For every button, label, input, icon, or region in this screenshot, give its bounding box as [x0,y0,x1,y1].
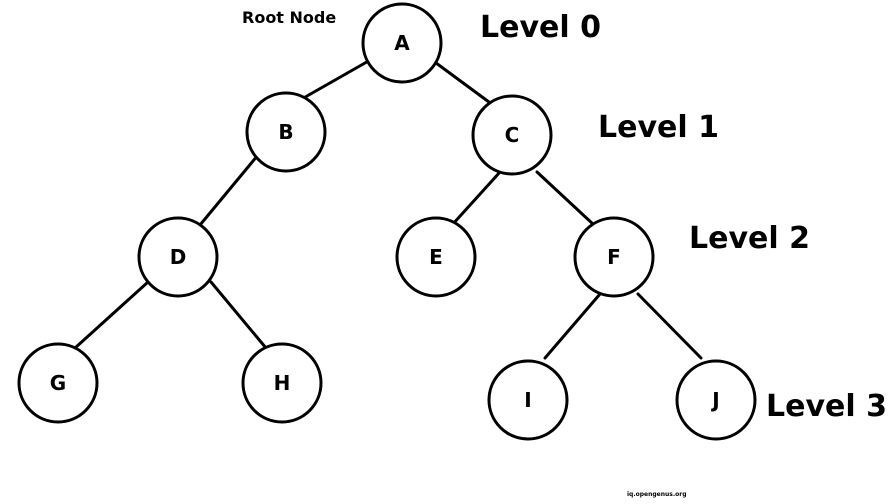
tree-nodes: A B C D E F G H [17,2,757,441]
node-g: G [17,342,99,424]
node-b-circle [245,91,327,173]
node-e-label: E [429,245,443,269]
node-g-label: G [50,371,66,395]
node-b: B [245,91,327,173]
node-h-circle [241,342,323,424]
node-g-circle [17,342,99,424]
node-d-circle [137,216,219,298]
tree-edges [73,57,703,360]
node-a-label: A [394,31,410,55]
node-i-label: I [524,388,531,412]
edge-a-b [298,57,374,102]
node-e-circle [395,216,477,298]
node-f-label: F [607,245,621,269]
edge-c-e [450,170,502,227]
node-e: E [395,216,477,298]
level-2-label: Level 2 [689,221,810,256]
edge-f-i [543,292,602,360]
node-c-label: C [505,123,520,147]
node-d-label: D [170,245,187,269]
node-d: D [137,216,219,298]
node-i-circle [487,359,569,441]
edge-d-h [209,280,268,350]
level-3-label: Level 3 [766,389,887,424]
level-labels: Level 0 Level 1 Level 2 Level 3 [480,10,887,424]
watermark: iq.opengenus.org [627,491,687,498]
node-b-label: B [278,120,293,144]
root-node-label: Root Node [242,8,336,27]
edge-f-j [636,292,703,360]
node-h: H [241,342,323,424]
node-j: J [675,359,757,441]
node-c-circle [471,94,553,176]
node-i: I [487,359,569,441]
edge-c-f [535,170,596,227]
level-1-label: Level 1 [598,110,719,145]
node-f-circle [573,216,655,298]
node-f: F [573,216,655,298]
edge-d-g [73,280,150,350]
edge-a-c [430,58,495,107]
node-h-label: H [274,371,291,395]
node-j-circle [675,359,757,441]
node-c: C [471,94,553,176]
node-a-circle [361,2,443,84]
node-a: A [361,2,443,84]
level-0-label: Level 0 [480,10,601,45]
edge-b-d [198,153,260,227]
node-j-label: J [710,388,719,412]
